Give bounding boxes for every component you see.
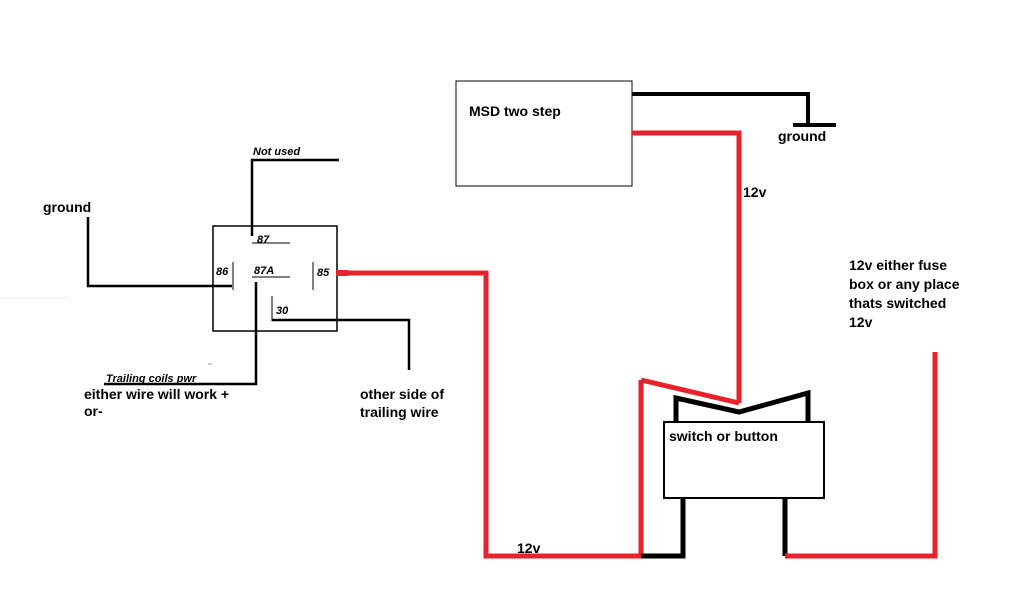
- msd-ground-wire: [632, 92, 810, 124]
- switch-label: switch or button: [669, 428, 778, 444]
- msd-ground-label: ground: [778, 128, 827, 144]
- msd-power-label: 12v: [743, 184, 767, 200]
- power-source-line2: box or any place: [849, 276, 960, 292]
- bottom-wire-label: 12v: [517, 540, 541, 556]
- msd-label: MSD two step: [469, 103, 561, 119]
- power-source-line1: 12v either fuse: [849, 257, 948, 273]
- other-side-line1: other side of: [360, 386, 445, 402]
- power-source-line3: thats switched: [849, 295, 947, 311]
- relay-pin-30: 30: [276, 305, 289, 317]
- relay-ground-label: ground: [43, 199, 92, 215]
- either-wire-line1: either wire will work +: [84, 386, 230, 402]
- not-used-wire: [250, 158, 339, 236]
- other-side-line2: trailing wire: [360, 404, 439, 420]
- relay-pin-85: 85: [317, 267, 330, 279]
- relay-pin-87a: 87A: [254, 265, 275, 277]
- power-source-line4: 12v: [849, 314, 873, 330]
- other-side-wire: [272, 318, 411, 370]
- not-used-label: Not used: [253, 146, 301, 158]
- msd-power-wire: [632, 130, 742, 403]
- switch-rocker: [640, 377, 740, 406]
- switch-rocker-outline: [673, 389, 811, 422]
- switch-body: [663, 421, 825, 499]
- msd-box: [455, 80, 633, 187]
- relay-pin-87: 87: [257, 234, 270, 246]
- power-source-wire: [785, 352, 938, 559]
- either-wire-line2: or-: [84, 403, 103, 419]
- switch-left-leg: [641, 498, 686, 559]
- relay-ground-wire: [86, 217, 232, 288]
- trailing-coils-wire: [104, 282, 258, 386]
- relay-85-wire: [337, 270, 644, 559]
- relay-pin-86: 86: [216, 266, 229, 278]
- trailing-coils-label: Trailing coils pwr: [106, 373, 197, 385]
